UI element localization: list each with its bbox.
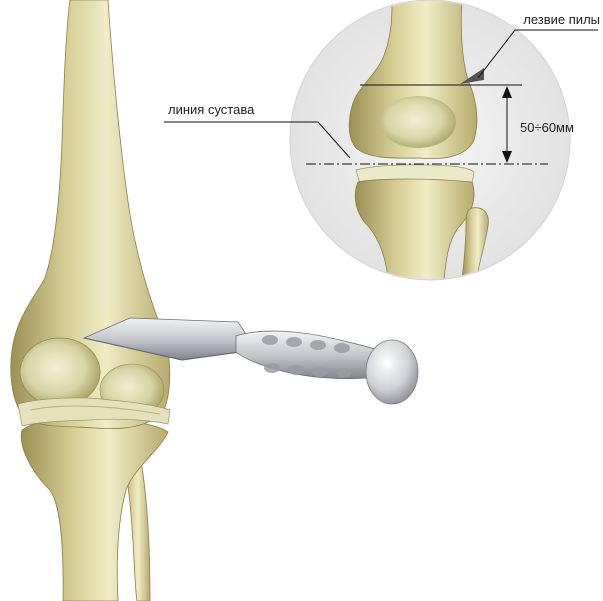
joint-line-label: линия сустава bbox=[168, 102, 255, 117]
main-knee-illustration bbox=[11, 0, 170, 601]
patella bbox=[20, 338, 100, 406]
saw-blade-label: лезвие пилы bbox=[523, 12, 600, 27]
handle-shaft bbox=[236, 331, 384, 379]
detail-inset bbox=[164, 0, 598, 280]
handle-knob bbox=[366, 340, 418, 404]
distance-label: 50÷60мм bbox=[520, 120, 574, 135]
